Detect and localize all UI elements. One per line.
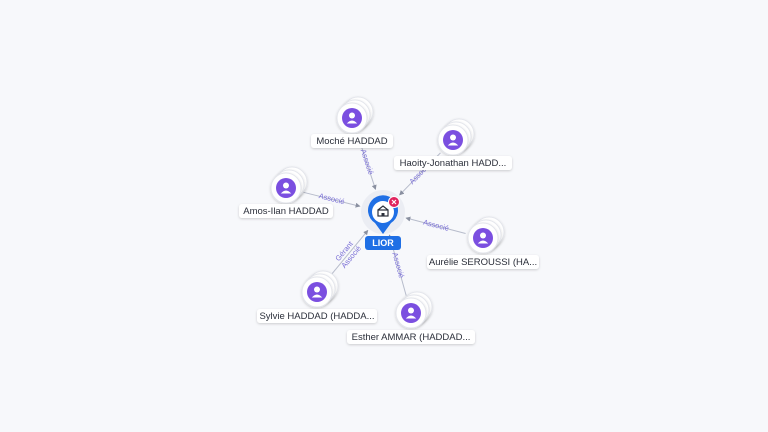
- person-icon: [443, 130, 463, 150]
- label-background: [427, 255, 539, 269]
- label-background: [311, 134, 393, 148]
- person-node-haoity[interactable]: [437, 118, 475, 156]
- node-label-amos[interactable]: Amos-Ilan HADDAD: [239, 204, 333, 218]
- nodes-layer: Moché HADDAD Haoity-Jonathan HADD... Amos-…: [239, 96, 539, 344]
- node-label-moche[interactable]: Moché HADDAD: [311, 134, 393, 148]
- label-background: [347, 330, 475, 344]
- edge-amos: [303, 191, 361, 208]
- person-node-amos[interactable]: [270, 166, 308, 204]
- person-node-moche[interactable]: [336, 96, 374, 134]
- person-node-sylvie[interactable]: [301, 270, 339, 308]
- node-name: Aurélie SEROUSSI (HA...: [429, 257, 537, 268]
- label-background: [394, 156, 512, 170]
- node-name: Esther AMMAR (HADDAD...: [352, 332, 471, 343]
- node-name: Haoity-Jonathan HADD...: [400, 158, 507, 169]
- person-icon: [276, 178, 296, 198]
- edge-label-esther-0: Associé: [390, 251, 406, 279]
- center-label[interactable]: LIOR: [365, 236, 401, 250]
- node-label-esther[interactable]: Esther AMMAR (HADDAD...: [347, 330, 475, 344]
- edge-sylvie: [328, 229, 369, 279]
- close-icon[interactable]: [388, 196, 400, 208]
- node-label-haoity[interactable]: Haoity-Jonathan HADD...: [394, 156, 512, 170]
- person-icon: [473, 228, 493, 248]
- node-name: Amos-Ilan HADDAD: [243, 206, 329, 217]
- person-icon: [342, 108, 362, 128]
- person-icon: [307, 282, 327, 302]
- person-node-aurelie[interactable]: [467, 216, 505, 254]
- edge-aurelie: [405, 216, 466, 234]
- center-label-text: LIOR: [372, 238, 394, 248]
- center-node[interactable]: LIOR: [361, 190, 405, 250]
- edge-label-aurelie-0: Associé: [422, 218, 450, 233]
- label-background: [257, 309, 377, 323]
- node-label-sylvie[interactable]: Sylvie HADDAD (HADDA...: [257, 309, 377, 323]
- node-name: Sylvie HADDAD (HADDA...: [259, 311, 374, 322]
- label-background: [239, 204, 333, 218]
- node-label-aurelie[interactable]: Aurélie SEROUSSI (HA...: [427, 255, 539, 269]
- edge-label-moche-0: Associé: [359, 148, 376, 176]
- center-label-background: [365, 236, 401, 250]
- person-icon: [401, 303, 421, 323]
- node-name: Moché HADDAD: [316, 136, 387, 147]
- person-node-esther[interactable]: [395, 291, 433, 329]
- company-icon: [377, 205, 389, 217]
- center-inner: [372, 201, 394, 223]
